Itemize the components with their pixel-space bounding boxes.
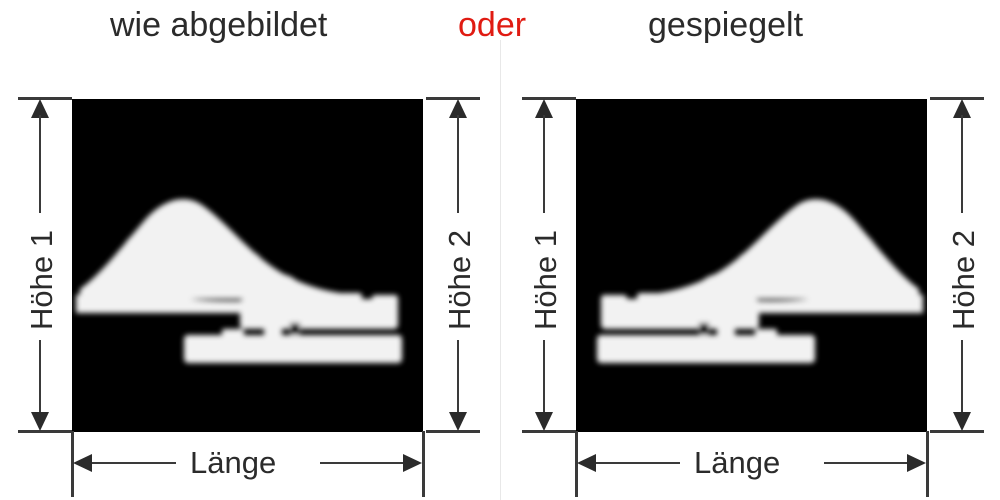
witness-line-bottom-left — [18, 430, 72, 433]
label-hoehe1-2: Höhe 1 — [528, 230, 563, 330]
arrowhead-left-laenge-1 — [73, 454, 92, 472]
label-hoehe2-1: Höhe 2 — [442, 230, 477, 330]
image-placeholder-as-shown — [72, 99, 423, 432]
heading-connector: oder — [458, 6, 527, 44]
arrowhead-up-hoehe1-2 — [535, 99, 553, 118]
witness-line-top-right-2 — [930, 97, 984, 100]
arrowhead-up-hoehe1 — [31, 99, 49, 118]
arrowhead-right-laenge-2 — [907, 454, 926, 472]
dimension-line-hoehe1-upper — [39, 115, 41, 213]
label-laenge-2: Länge — [694, 445, 781, 480]
dimension-line-laenge-1-left — [92, 462, 176, 464]
artwork-mirrored — [597, 199, 923, 363]
witness-line-bottom-right-2 — [930, 430, 984, 433]
witness-line-top-left-2 — [522, 97, 576, 100]
witness-line-bottom-right-1 — [426, 430, 480, 433]
dimension-line-hoehe1-2-lower — [543, 340, 545, 414]
dimension-line-hoehe2-1-upper — [457, 115, 459, 213]
arrowhead-down-hoehe1 — [31, 412, 49, 431]
witness-line-bottom-left-2 — [522, 430, 576, 433]
arrowhead-left-laenge-2 — [577, 454, 596, 472]
dimension-line-hoehe1-lower — [39, 340, 41, 414]
dimension-line-hoehe2-2-upper — [961, 115, 963, 213]
label-laenge-1: Länge — [190, 445, 277, 480]
witness-line-left-laenge-1 — [71, 431, 74, 497]
artwork-as-shown — [76, 199, 402, 363]
arrowhead-down-hoehe2-1 — [449, 412, 467, 431]
panel-divider — [500, 40, 501, 500]
arrowhead-up-hoehe2-2 — [953, 99, 971, 118]
arrowhead-down-hoehe2-2 — [953, 412, 971, 431]
dimension-line-hoehe2-1-lower — [457, 340, 459, 414]
arrowhead-up-hoehe2-1 — [449, 99, 467, 118]
heading-as-shown: wie abgebildet — [110, 6, 328, 44]
dimension-line-laenge-1-right — [320, 462, 404, 464]
label-hoehe2-2: Höhe 2 — [946, 230, 981, 330]
dimension-line-hoehe2-2-lower — [961, 340, 963, 414]
label-hoehe1: Höhe 1 — [24, 230, 59, 330]
dimension-line-laenge-2-left — [596, 462, 680, 464]
image-placeholder-mirrored — [576, 99, 927, 432]
witness-line-right-laenge-1 — [422, 431, 425, 497]
heading-mirrored: gespiegelt — [648, 6, 804, 44]
witness-line-left-laenge-2 — [575, 431, 578, 497]
dimension-line-laenge-2-right — [824, 462, 908, 464]
dimension-line-hoehe1-2-upper — [543, 115, 545, 213]
arrowhead-right-laenge-1 — [403, 454, 422, 472]
witness-line-top-right-1 — [426, 97, 480, 100]
witness-line-right-laenge-2 — [926, 431, 929, 497]
witness-line-top-left — [18, 97, 72, 100]
arrowhead-down-hoehe1-2 — [535, 412, 553, 431]
